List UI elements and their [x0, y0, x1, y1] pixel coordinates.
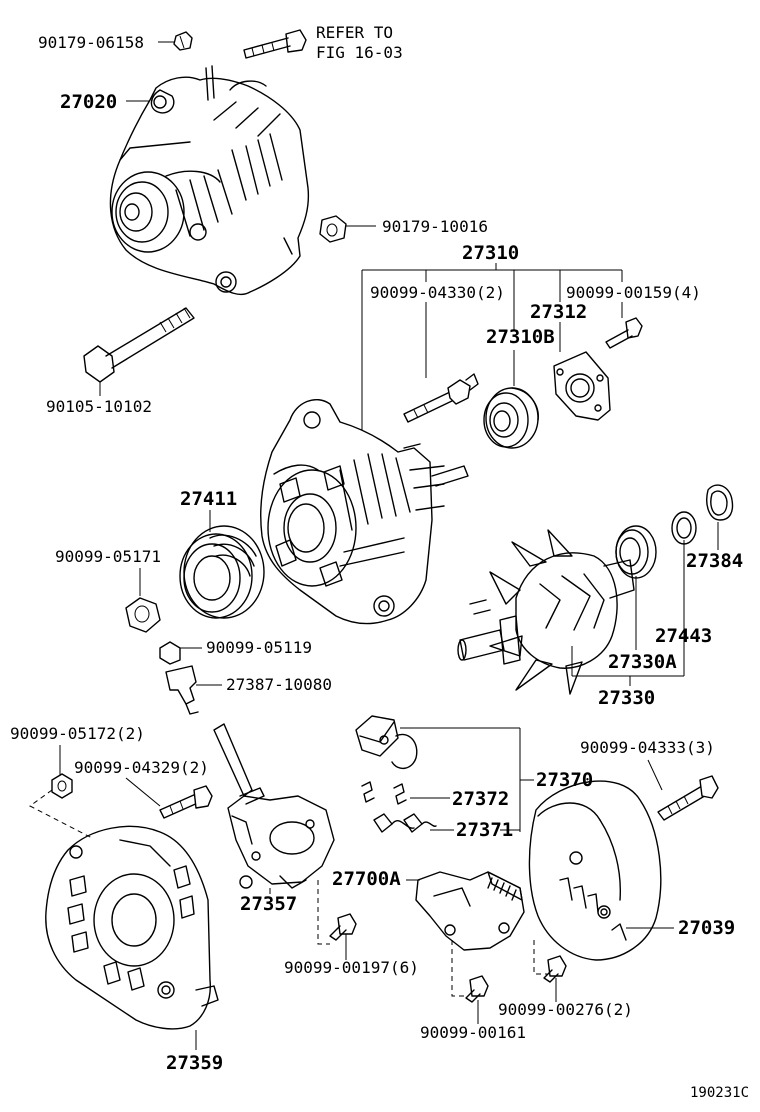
refer-note-line2: FIG 16-03: [316, 43, 403, 62]
drive-end-frame-27310: [260, 399, 469, 625]
label-27039: 27039: [678, 917, 735, 939]
label-27312: 27312: [530, 301, 587, 323]
label-27310: 27310: [462, 242, 519, 264]
nut-90099-05171: [125, 597, 161, 633]
pulley-27411: [179, 525, 265, 619]
bearing-27310B: [483, 387, 539, 449]
rectifier-holder-27357: [213, 723, 335, 889]
rectifier-end-frame-27359: [45, 825, 219, 1030]
label-90099-04333: 90099-04333(3): [580, 738, 715, 757]
screw-90099-00197: [329, 913, 357, 941]
label-90179-10016: 90179-10016: [382, 217, 488, 236]
label-27357: 27357: [240, 893, 297, 915]
bolt-refer-fig: [243, 29, 307, 59]
label-27310B: 27310B: [486, 326, 555, 348]
nut-90099-05172: [51, 773, 73, 799]
nut-90179-10016: [319, 215, 347, 243]
screw-90099-00159: [605, 317, 643, 349]
label-90099-00197: 90099-00197(6): [284, 958, 419, 977]
bolt-90099-04329: [159, 785, 213, 819]
nut-90179-06158: [173, 31, 193, 51]
screw-90099-00276: [543, 955, 567, 983]
label-90105-10102: 90105-10102: [46, 397, 152, 416]
retainer-plate-27312: [553, 351, 611, 421]
label-27359: 27359: [166, 1052, 223, 1074]
cover-27443: [671, 511, 697, 545]
screw-90099-00161: [465, 975, 489, 1003]
rotor-27330: [457, 529, 635, 695]
diagram-code: 190231C: [690, 1085, 749, 1101]
label-90099-00161: 90099-00161: [420, 1023, 526, 1042]
leader-lines: [59, 41, 719, 1050]
label-27330: 27330: [598, 687, 655, 709]
label-27371: 27371: [456, 819, 513, 841]
label-90099-05119: 90099-05119: [206, 638, 312, 657]
alternator-assembly-27020: [109, 65, 310, 296]
label-90099-00159: 90099-00159(4): [566, 283, 701, 302]
insulator-27387-10080: [165, 665, 199, 715]
refer-note-line1: REFER TO: [316, 23, 393, 42]
brush-springs-27372: [361, 781, 407, 805]
label-27330A: 27330A: [608, 651, 677, 673]
bolt-90105-10102: [83, 307, 195, 383]
bolt-90099-04333: [657, 775, 719, 821]
label-27700A: 27700A: [332, 868, 401, 890]
label-90179-06158: 90179-06158: [38, 33, 144, 52]
seal-27384: [706, 484, 734, 521]
regulator-heatsink-fins: [487, 877, 517, 901]
label-27387-10080: 27387-10080: [226, 675, 332, 694]
nut-90099-05119: [159, 641, 181, 665]
brush-holder-27370: [355, 715, 418, 769]
label-90099-04329: 90099-04329(2): [74, 758, 209, 777]
rear-cover-27039: [528, 780, 662, 961]
label-27370: 27370: [536, 769, 593, 791]
label-27020: 27020: [60, 91, 117, 113]
label-27372: 27372: [452, 788, 509, 810]
assembly-dashed-lines: [29, 789, 548, 997]
label-27411: 27411: [180, 488, 237, 510]
label-90099-00276: 90099-00276(2): [498, 1000, 633, 1019]
regulator-27700A: [415, 871, 525, 951]
label-90099-04330: 90099-04330(2): [370, 283, 505, 302]
brushes-27371: [373, 813, 437, 833]
label-27384: 27384: [686, 550, 743, 572]
bearing-27330A: [615, 525, 657, 579]
stud-90099-04330: [403, 373, 479, 423]
label-90099-05171: 90099-05171: [55, 547, 161, 566]
label-90099-05172: 90099-05172(2): [10, 724, 145, 743]
